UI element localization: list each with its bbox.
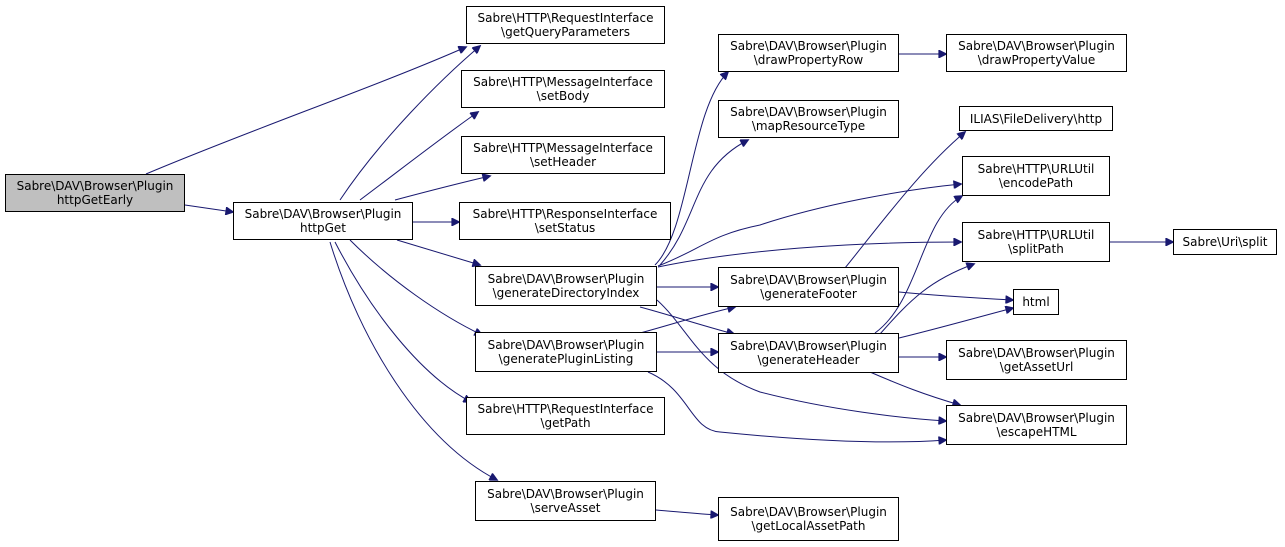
edge-httpgetearly-httpget [184,204,233,212]
node-escapehtml[interactable]: Sabre\DAV\Browser\Plugin \escapeHTML [946,405,1127,445]
edge-serveasset-getlocalassetpath [655,509,718,515]
node-httpgetearly[interactable]: Sabre\DAV\Browser\Plugin httpGetEarly [5,174,185,212]
node-getqueryparameters-line2: \getQueryParameters [501,25,630,39]
node-serveasset-line2: \serveAsset [530,501,601,515]
node-setbody-line2: \setBody [536,89,590,103]
edge-httpget-getpath [334,241,471,402]
node-encodepath[interactable]: Sabre\HTTP\URLUtil \encodePath [962,156,1110,196]
edge-httpget-setbody [359,112,478,201]
edge-generateheader-splitpath [879,264,974,335]
node-setbody-line1: Sabre\HTTP\MessageInterface [473,75,653,89]
node-splitpath-line2: \splitPath [1008,242,1064,256]
edge-httpget-serveasset [329,241,497,480]
node-getpath-line2: \getPath [540,416,591,430]
node-httpget-line2: httpGet [299,221,347,235]
node-getqueryparameters[interactable]: Sabre\HTTP\RequestInterface \getQueryPar… [466,6,665,44]
node-drawpropertyvalue[interactable]: Sabre\DAV\Browser\Plugin \drawPropertyVa… [946,34,1127,72]
node-serveasset[interactable]: Sabre\DAV\Browser\Plugin \serveAsset [475,481,656,521]
edge-generateheader-encodepath [874,196,962,334]
node-getasseturl[interactable]: Sabre\DAV\Browser\Plugin \getAssetUrl [946,340,1127,380]
node-httpget-line1: Sabre\DAV\Browser\Plugin [244,207,402,221]
node-ilias-http[interactable]: ILIAS\FileDelivery\http [959,106,1113,131]
node-html-line1: html [1022,295,1050,309]
node-generatefooter[interactable]: Sabre\DAV\Browser\Plugin \generateFooter [718,267,899,307]
node-getasseturl-line2: \getAssetUrl [999,360,1074,374]
node-getasseturl-line1: Sabre\DAV\Browser\Plugin [958,346,1115,360]
node-generatefooter-line2: \generateFooter [760,287,857,301]
node-uri-split-line1: Sabre\Uri\split [1182,235,1268,249]
node-setheader-line1: Sabre\HTTP\MessageInterface [473,141,653,155]
node-setstatus-line1: Sabre\HTTP\ResponseInterface [472,207,658,221]
edge-gpl-generatefooter [639,307,735,334]
node-getlocalassetpath-line2: \getLocalAssetPath [751,519,866,533]
edge-httpget-setheader [394,176,490,201]
edge-generatefooter-html [898,291,1013,300]
edge-httpget-getqueryparameters [339,46,480,201]
node-generatefooter-line1: Sabre\DAV\Browser\Plugin [730,273,887,287]
edge-httpget-generatedirectoryindex [396,239,480,265]
node-httpgetearly-line1: Sabre\DAV\Browser\Plugin [16,179,174,193]
node-drawpropertyrow[interactable]: Sabre\DAV\Browser\Plugin \drawPropertyRo… [718,34,899,72]
node-mapresourcetype-line1: Sabre\DAV\Browser\Plugin [730,105,887,119]
edge-gdi-mapresourcetype [659,140,748,266]
node-getpath[interactable]: Sabre\HTTP\RequestInterface \getPath [466,397,665,435]
node-mapresourcetype[interactable]: Sabre\DAV\Browser\Plugin \mapResourceTyp… [718,100,899,138]
node-encodepath-line2: \encodePath [998,176,1074,190]
node-setheader[interactable]: Sabre\HTTP\MessageInterface \setHeader [461,136,665,174]
node-mapresourcetype-line2: \mapResourceType [751,119,866,133]
edge-generatefooter-iliashttp [844,132,965,269]
node-drawpropertyvalue-line2: \drawPropertyValue [977,53,1096,67]
node-httpgetearly-line2: httpGetEarly [56,193,134,207]
edge-generateheader-escapehtml [869,371,960,405]
edge-gdi-encodepath [657,184,961,267]
edge-gpl-escapehtml [647,371,946,442]
node-generatepluginlisting[interactable]: Sabre\DAV\Browser\Plugin \generatePlugin… [475,332,657,372]
node-generatepluginlisting-line1: Sabre\DAV\Browser\Plugin [487,338,645,352]
node-generateheader[interactable]: Sabre\DAV\Browser\Plugin \generateHeader [718,333,899,373]
node-getpath-line1: Sabre\HTTP\RequestInterface [477,402,654,416]
node-httpget[interactable]: Sabre\DAV\Browser\Plugin httpGet [233,202,413,240]
node-uri-split[interactable]: Sabre\Uri\split [1173,229,1277,255]
node-generateheader-line2: \generateHeader [757,353,860,367]
node-ilias-http-line1: ILIAS\FileDelivery\http [969,111,1103,126]
node-setheader-line2: \setHeader [529,155,597,169]
node-getlocalassetpath[interactable]: Sabre\DAV\Browser\Plugin \getLocalAssetP… [718,497,899,541]
node-getlocalassetpath-line1: Sabre\DAV\Browser\Plugin [730,505,887,519]
node-generatedirectoryindex-line1: Sabre\DAV\Browser\Plugin [487,272,645,286]
node-serveasset-line1: Sabre\DAV\Browser\Plugin [487,487,644,501]
node-generatepluginlisting-line2: \generatePluginListing [498,352,634,366]
node-splitpath[interactable]: Sabre\HTTP\URLUtil \splitPath [962,222,1110,262]
node-generatedirectoryindex[interactable]: Sabre\DAV\Browser\Plugin \generateDirect… [475,266,657,306]
node-drawpropertyvalue-line1: Sabre\DAV\Browser\Plugin [958,39,1115,53]
edge-gdi-drawpropertyrow [654,72,728,266]
node-escapehtml-line1: Sabre\DAV\Browser\Plugin [958,411,1115,425]
edge-httpgetearly-getqueryparameters [145,47,466,175]
node-escapehtml-line2: \escapeHTML [996,425,1077,439]
node-drawpropertyrow-line2: \drawPropertyRow [753,53,864,67]
node-generateheader-line1: Sabre\DAV\Browser\Plugin [730,339,887,353]
node-getqueryparameters-line1: Sabre\HTTP\RequestInterface [477,11,654,25]
node-splitpath-line1: Sabre\HTTP\URLUtil [977,228,1095,242]
node-drawpropertyrow-line1: Sabre\DAV\Browser\Plugin [730,39,887,53]
node-setbody[interactable]: Sabre\HTTP\MessageInterface \setBody [461,70,665,108]
node-setstatus-line2: \setStatus [534,221,596,235]
node-html[interactable]: html [1013,289,1059,315]
edge-httpget-generatepluginlisting [349,239,482,335]
edge-gdi-splitpath [657,242,961,268]
node-encodepath-line1: Sabre\HTTP\URLUtil [977,162,1095,176]
edge-gdi-escapehtml [656,299,946,421]
node-generatedirectoryindex-line2: \generateDirectoryIndex [492,286,640,300]
node-setstatus[interactable]: Sabre\HTTP\ResponseInterface \setStatus [459,202,671,240]
edge-generateheader-html [898,308,1013,339]
